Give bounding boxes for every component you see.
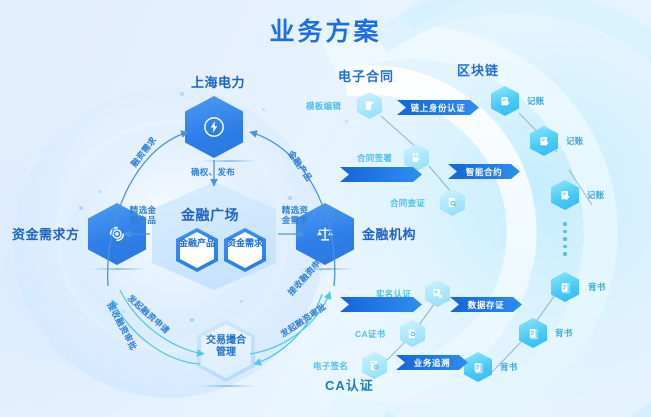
endorse-node-2[interactable] [519, 318, 547, 348]
book-icon [529, 328, 537, 339]
lightning-bolt-icon [204, 117, 224, 137]
decor-spark-3 [79, 206, 83, 210]
sub-hex-financial-product-label: 金融产品 [178, 238, 215, 248]
endorse-label-3: 背书 [500, 362, 518, 372]
book-icon [561, 282, 569, 293]
banner-smart-contract[interactable]: 智能合约 [448, 164, 520, 179]
decor-spark-9 [122, 310, 125, 313]
ledger-icon [539, 136, 549, 146]
chain-step-label-contract-sign: 合同签署 [357, 153, 393, 163]
banner-business-trace[interactable]: 业务追溯 [396, 355, 468, 370]
target-circle-icon [109, 226, 125, 242]
certificate-icon [408, 328, 415, 339]
decor-spark-5 [288, 196, 292, 200]
flow-label-confirm-publish: 确权、发布 [191, 167, 236, 177]
badge-star-icon [433, 289, 443, 299]
decor-spark-6 [320, 268, 323, 271]
ledger-icon [500, 96, 510, 106]
ledger-node-2[interactable] [530, 126, 558, 156]
endorse-node-1[interactable] [551, 272, 579, 302]
sign-document-icon [412, 152, 421, 163]
scales-balance-icon [317, 227, 334, 241]
endorse-label-2: 背书 [555, 328, 573, 338]
chain-continuation-dots [563, 222, 567, 256]
node-trade-matching-label: 交易撮合管理 [206, 335, 246, 358]
node-shanghai-power-label: 上海电力 [191, 75, 246, 90]
flow-label-select-need: 精选资金需求 [281, 205, 309, 225]
chain-title-econtract: 电子合同 [338, 69, 395, 84]
node-capital-demander-underbar [90, 268, 146, 270]
banner-ca-plain[interactable] [340, 297, 422, 312]
esignature-icon [370, 360, 379, 371]
banner-contract-plain[interactable] [340, 167, 422, 182]
ledger-label-1: 记账 [527, 96, 545, 106]
ledger-label-2: 记账 [566, 136, 584, 146]
ledger-icon [560, 190, 570, 200]
flow-label-select-product: 精选金融产品 [129, 205, 157, 225]
chain-step-label-esignature: 电子签名 [313, 361, 349, 371]
decor-spark-7 [190, 318, 194, 322]
node-trade-matching-underbar [199, 385, 255, 387]
financial-plaza-title: 金融广场 [181, 207, 239, 223]
chain-title-blockchain: 区块链 [457, 63, 500, 78]
edit-document-icon [365, 101, 374, 110]
node-trade-matching[interactable] [197, 320, 255, 382]
node-shanghai-power-underbar [201, 160, 257, 162]
node-financial-institution-label: 金融机构 [362, 227, 417, 242]
endorse-label-1: 背书 [588, 282, 606, 292]
banner-chain-identity-auth[interactable]: 链上身份认证 [397, 100, 479, 115]
chain-title-ca: CA认证 [325, 378, 374, 393]
decor-spark-8 [240, 300, 243, 303]
banner-data-storage[interactable]: 数据存证 [450, 297, 522, 312]
chain-step-label-contract-verify: 合同查证 [390, 198, 426, 208]
chain-step-label-realname-auth: 实名认证 [376, 289, 412, 299]
node-capital-demander-label: 资金需求方 [12, 227, 80, 242]
chain-step-label-ca-certificate: CA证书 [355, 329, 386, 339]
verify-document-icon [448, 197, 457, 208]
ledger-label-3: 记账 [587, 190, 605, 200]
sub-hex-capital-need-label: 资金需求 [226, 238, 263, 248]
chain-step-label-template-edit: 模板编辑 [306, 101, 342, 111]
decor-spark-1 [180, 92, 184, 96]
book-icon [474, 362, 482, 373]
page-title: 业务方案 [269, 18, 382, 46]
decor-spark-2 [262, 108, 265, 111]
ledger-node-3[interactable] [551, 180, 579, 210]
decor-spark-10 [345, 120, 348, 123]
decor-spark-4 [98, 190, 101, 193]
